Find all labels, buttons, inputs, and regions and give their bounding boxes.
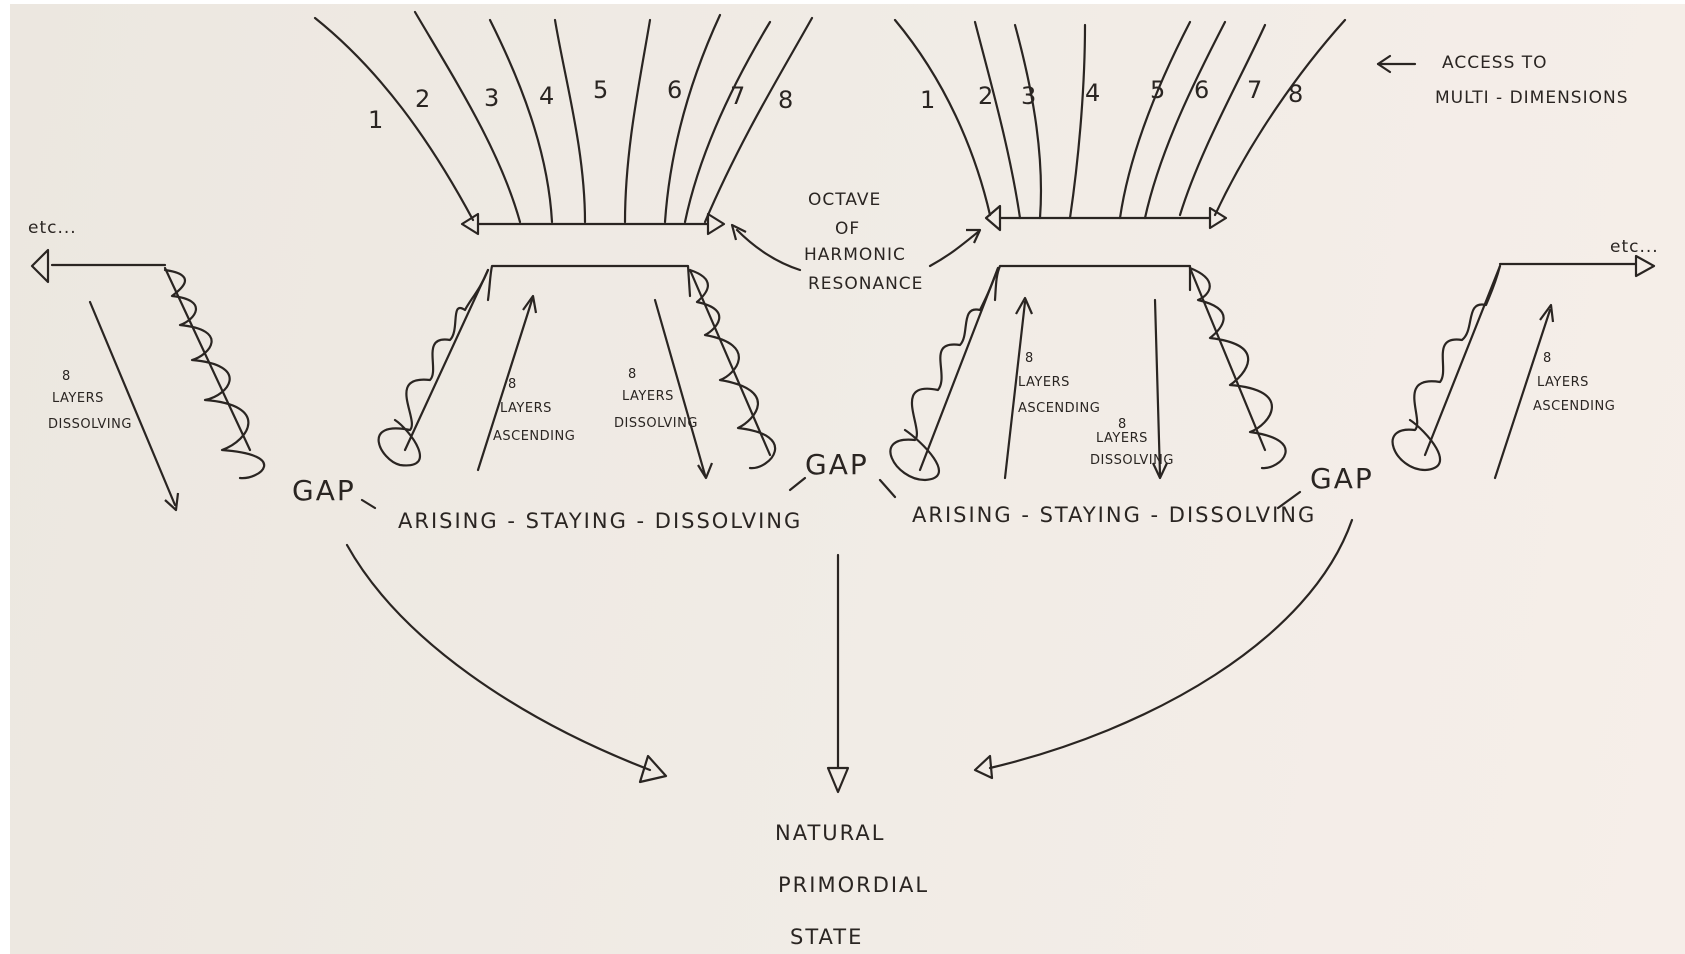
arrow-left-to-state bbox=[345, 543, 668, 784]
coil-dissolving-left bbox=[163, 266, 266, 480]
layers-direction: DISSOLVING bbox=[48, 417, 132, 432]
layers-label: LAYERS bbox=[500, 401, 552, 416]
coil-arising-middle bbox=[889, 266, 1000, 482]
coil-arising-right bbox=[1391, 264, 1502, 472]
gap-label-middle: GAP bbox=[805, 448, 869, 481]
coil-dissolving-middle bbox=[688, 268, 777, 470]
cycle-text-right: ARISING - STAYING - DISSOLVING bbox=[912, 503, 1316, 527]
layers-label: LAYERS bbox=[52, 391, 104, 406]
access-annotation: ACCESS TO MULTI - DIMENSIONS bbox=[1376, 53, 1629, 108]
dimension-number: 1 bbox=[920, 86, 935, 114]
dimension-number: 3 bbox=[484, 84, 499, 112]
layers-ascending-right: 8 LAYERS ASCENDING bbox=[1493, 303, 1615, 480]
left-stay-bracket bbox=[486, 264, 692, 302]
primordial-state-label: NATURAL PRIMORDIAL STATE bbox=[775, 821, 929, 949]
layers-label: LAYERS bbox=[1537, 375, 1589, 390]
left-continuation: etc... bbox=[28, 218, 167, 284]
left-dimension-fan bbox=[313, 10, 814, 224]
layers-direction: DISSOLVING bbox=[614, 416, 698, 431]
right-stay-bracket bbox=[993, 264, 1192, 302]
layers-dissolving-right: 8 LAYERS DISSOLVING bbox=[1090, 298, 1174, 480]
dimension-number: 6 bbox=[667, 76, 682, 104]
dimension-number: 8 bbox=[1288, 80, 1303, 108]
access-label-line2: MULTI - DIMENSIONS bbox=[1435, 88, 1629, 108]
layers-count: 8 bbox=[1543, 351, 1552, 366]
gap-label-right: GAP bbox=[1310, 462, 1374, 495]
layers-label: LAYERS bbox=[622, 389, 674, 404]
dimension-number: 2 bbox=[415, 85, 430, 113]
right-dimension-fan bbox=[893, 18, 1347, 220]
dash bbox=[788, 476, 807, 492]
octave-label-line3: HARMONIC bbox=[804, 245, 906, 265]
dimension-number: 3 bbox=[1021, 82, 1036, 110]
dimension-number: 7 bbox=[730, 82, 745, 110]
state-line2: PRIMORDIAL bbox=[778, 873, 929, 897]
etc-left-label: etc... bbox=[28, 218, 77, 238]
layers-dissolving-middle: 8 LAYERS DISSOLVING bbox=[614, 298, 714, 480]
right-octave-bar bbox=[984, 204, 1228, 232]
layers-label: LAYERS bbox=[1096, 431, 1148, 446]
dimension-number: 6 bbox=[1194, 76, 1209, 104]
layers-ascending-middle: 8 LAYERS ASCENDING bbox=[1003, 296, 1100, 480]
etc-right-label: etc... bbox=[1610, 237, 1659, 257]
octave-label-line1: OCTAVE bbox=[808, 190, 881, 210]
left-dimension-numbers: 1 2 3 4 5 6 7 8 bbox=[368, 76, 793, 134]
dimension-number: 2 bbox=[978, 82, 993, 110]
right-continuation: etc... bbox=[1498, 237, 1659, 278]
state-line3: STATE bbox=[790, 925, 863, 949]
layers-count: 8 bbox=[508, 377, 517, 392]
octave-label-line4: RESONANCE bbox=[808, 274, 923, 294]
layers-direction: ASCENDING bbox=[1533, 399, 1615, 414]
coil-arising-left bbox=[377, 268, 490, 467]
layers-count: 8 bbox=[1118, 417, 1127, 432]
layers-dissolving-left: 8 LAYERS DISSOLVING bbox=[48, 300, 180, 512]
layers-direction: ASCENDING bbox=[493, 429, 575, 444]
paper-background bbox=[10, 4, 1685, 954]
layers-ascending-left: 8 LAYERS ASCENDING bbox=[476, 294, 575, 472]
dimension-number: 1 bbox=[368, 106, 383, 134]
left-octave-bar bbox=[460, 212, 726, 236]
dash bbox=[878, 478, 897, 499]
layers-count: 8 bbox=[628, 367, 637, 382]
dimension-number: 8 bbox=[778, 86, 793, 114]
dimension-number: 7 bbox=[1247, 76, 1262, 104]
arrow-center-to-state bbox=[826, 553, 850, 794]
dimension-number: 4 bbox=[539, 82, 554, 110]
access-label-line1: ACCESS TO bbox=[1442, 53, 1548, 73]
right-dimension-numbers: 1 2 3 4 5 6 7 8 bbox=[920, 76, 1303, 114]
layers-count: 8 bbox=[62, 369, 71, 384]
dimension-number: 5 bbox=[593, 76, 608, 104]
cycle-text-left: ARISING - STAYING - DISSOLVING bbox=[398, 509, 802, 533]
dash bbox=[1276, 490, 1302, 510]
dimension-number: 4 bbox=[1085, 79, 1100, 107]
dash bbox=[360, 498, 377, 510]
octave-label-line2: OF bbox=[835, 219, 860, 239]
octave-annotation: OCTAVE OF HARMONIC RESONANCE bbox=[730, 190, 982, 294]
layers-count: 8 bbox=[1025, 351, 1034, 366]
dimension-number: 5 bbox=[1150, 76, 1165, 104]
arrow-right-to-state bbox=[973, 518, 1354, 780]
layers-direction: DISSOLVING bbox=[1090, 453, 1174, 468]
coil-dissolving-right bbox=[1188, 266, 1287, 470]
layers-label: LAYERS bbox=[1018, 375, 1070, 390]
layers-direction: ASCENDING bbox=[1018, 401, 1100, 416]
state-line1: NATURAL bbox=[775, 821, 885, 845]
gap-label-left: GAP bbox=[292, 474, 356, 507]
